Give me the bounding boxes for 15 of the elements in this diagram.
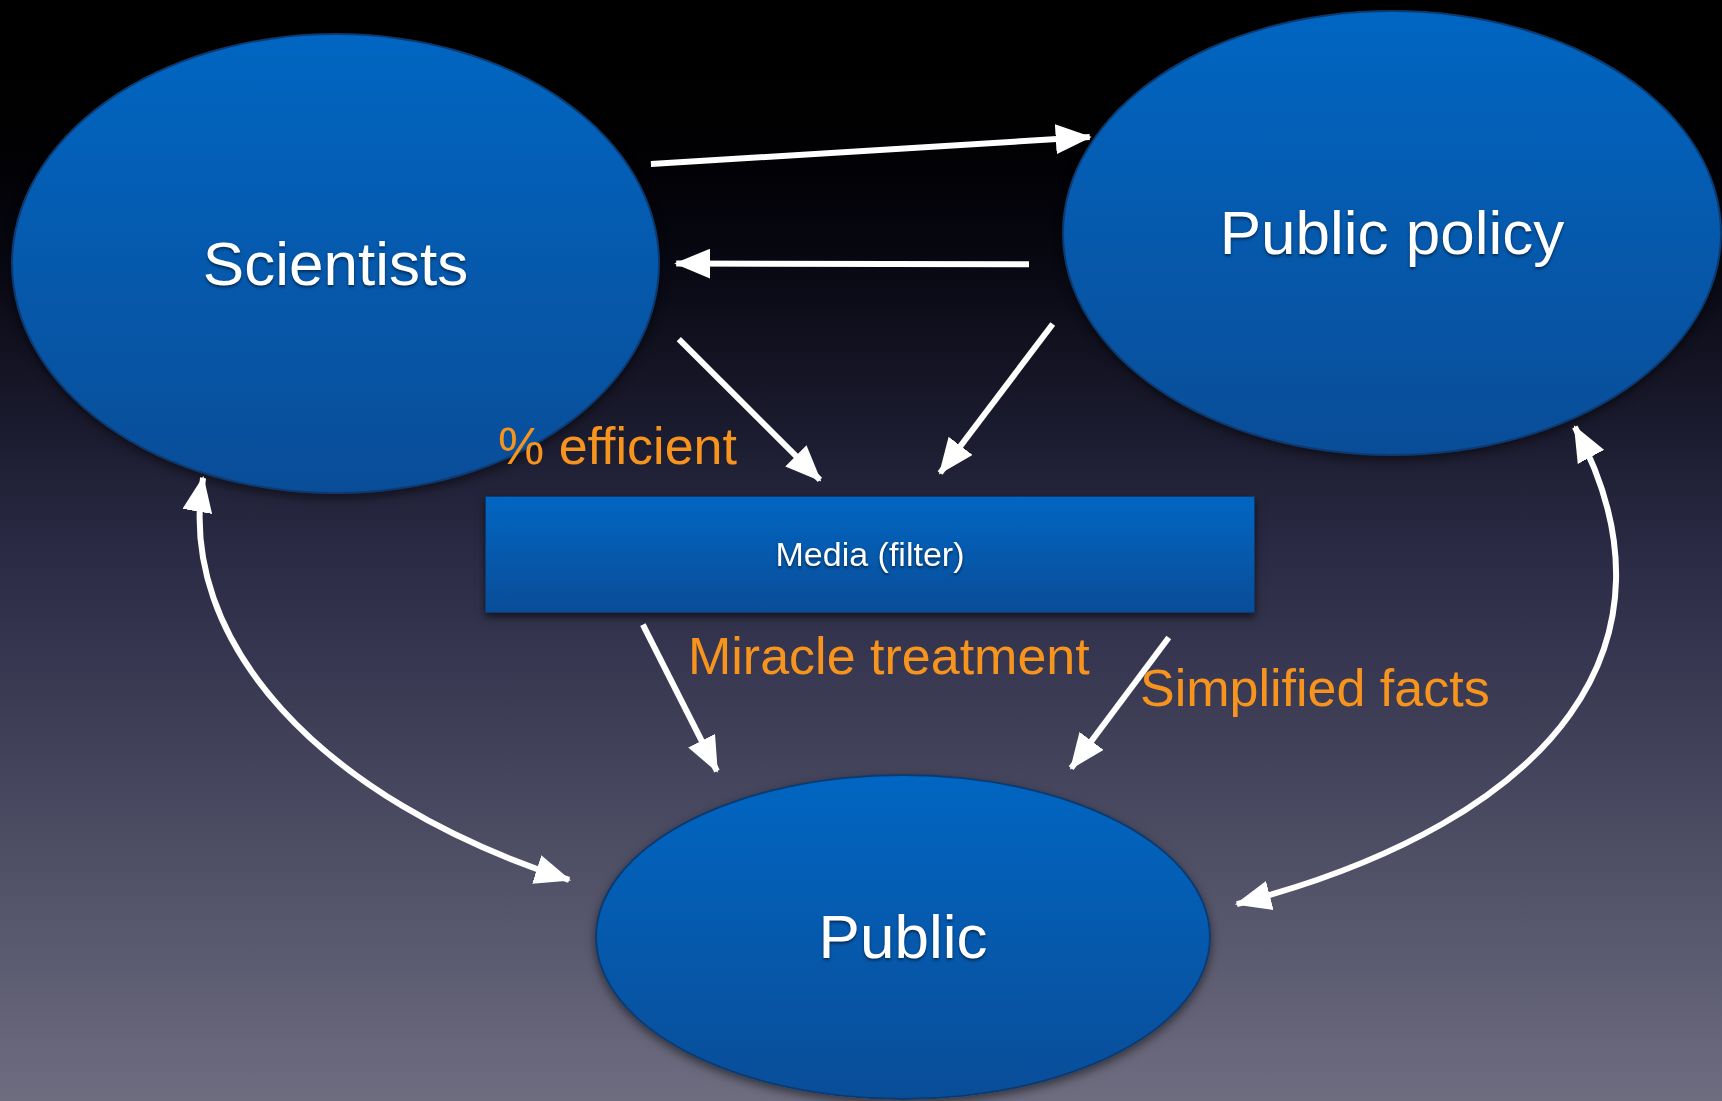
- arrow: [650, 124, 1092, 167]
- arrow: [1234, 425, 1619, 909]
- arrow: [937, 322, 1056, 475]
- arrow: [640, 623, 720, 773]
- arrow: [674, 248, 1029, 279]
- node-label: Public: [818, 901, 988, 974]
- node-label: Media (filter): [775, 534, 965, 576]
- edge-label: % efficient: [498, 420, 737, 472]
- arrow: [185, 475, 571, 883]
- arrow: [676, 336, 823, 483]
- node-label: Scientists: [202, 227, 469, 300]
- node-label: Public policy: [1219, 197, 1565, 270]
- rectangle-node: [485, 496, 1255, 613]
- arrow: [1068, 635, 1172, 770]
- edge-label: Miracle treatment: [688, 630, 1090, 682]
